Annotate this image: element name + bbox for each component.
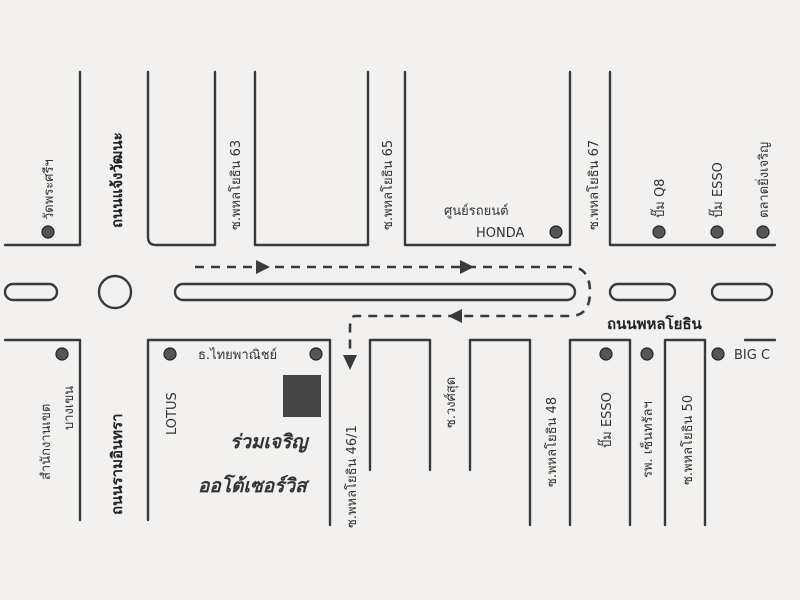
- route-path: [195, 260, 592, 370]
- cross-road-north-label: ถนนแจ้งวัฒนะ: [108, 132, 126, 228]
- esso-north-label: ปั๊ม ESSO: [708, 162, 726, 218]
- hospital-dot: [640, 347, 654, 361]
- bank-label: ธ.ไทยพาณิชย์: [198, 347, 277, 363]
- bigc-label: BIG C: [734, 348, 770, 363]
- bigc-dot: [711, 347, 725, 361]
- cross-road-south-label: ถนนรามอินทรา: [108, 413, 126, 515]
- roundabout: [97, 274, 133, 310]
- q8-dot: [652, 225, 666, 239]
- soi-46-1-label: ซ.พหลโยธิน 46/1: [344, 425, 360, 528]
- shop-location-marker: [283, 375, 321, 417]
- main-road-label: ถนนพหลโยธิน: [607, 314, 703, 333]
- esso-south-dot: [599, 347, 613, 361]
- route-arrow-3: [448, 309, 462, 323]
- soi-65-label: ซ.พหลโยธิน 65: [380, 140, 396, 230]
- soi-48-label: ซ.พหลโยธิน 48: [544, 397, 560, 487]
- soi-67-label: ซ.พหลโยธิน 67: [586, 140, 602, 230]
- honda-en-label: HONDA: [476, 226, 525, 241]
- soi-wongsut-label: ซ.วงศ์สุด: [443, 377, 459, 428]
- route-arrow-4: [343, 355, 357, 370]
- route-arrow-1: [256, 260, 270, 274]
- soi-50-label: ซ.พหลโยธิน 50: [680, 395, 696, 485]
- lotus-dot: [163, 347, 177, 361]
- soi-63-label: ซ.พหลโยธิน 63: [228, 140, 244, 230]
- road-outlines-south: [3, 338, 777, 527]
- district-office-label: สำนักงานเขต: [39, 404, 54, 480]
- landmark-dots: [41, 225, 770, 361]
- esso-north-dot: [710, 225, 724, 239]
- honda-th-label: ศูนย์รถยนต์: [444, 203, 509, 219]
- district-name-label: บางเขน: [62, 386, 77, 430]
- market-label: ตลาดยิ่งเจริญ: [755, 142, 772, 218]
- shop-name-line1: ร่วมเจริญ: [230, 431, 310, 453]
- honda-dot: [549, 225, 563, 239]
- shop-name-line2: ออโต้เซอร์วิส: [198, 474, 310, 497]
- district-office-dot: [55, 347, 69, 361]
- lotus-label: LOTUS: [165, 392, 180, 435]
- esso-south-label: ปั๊ม ESSO: [597, 392, 615, 448]
- hospital-label: รพ. เซ็นทรัลฯ: [638, 401, 656, 478]
- wat-dot: [41, 225, 55, 239]
- road-medians: [3, 274, 774, 310]
- market-dot: [756, 225, 770, 239]
- wat-label: วัดพระศรีฯ: [41, 159, 57, 220]
- bank-dot: [309, 347, 323, 361]
- q8-label: ปั๊ม Q8: [650, 179, 668, 218]
- route-arrow-2: [460, 260, 474, 274]
- road-outlines-north: [3, 70, 777, 247]
